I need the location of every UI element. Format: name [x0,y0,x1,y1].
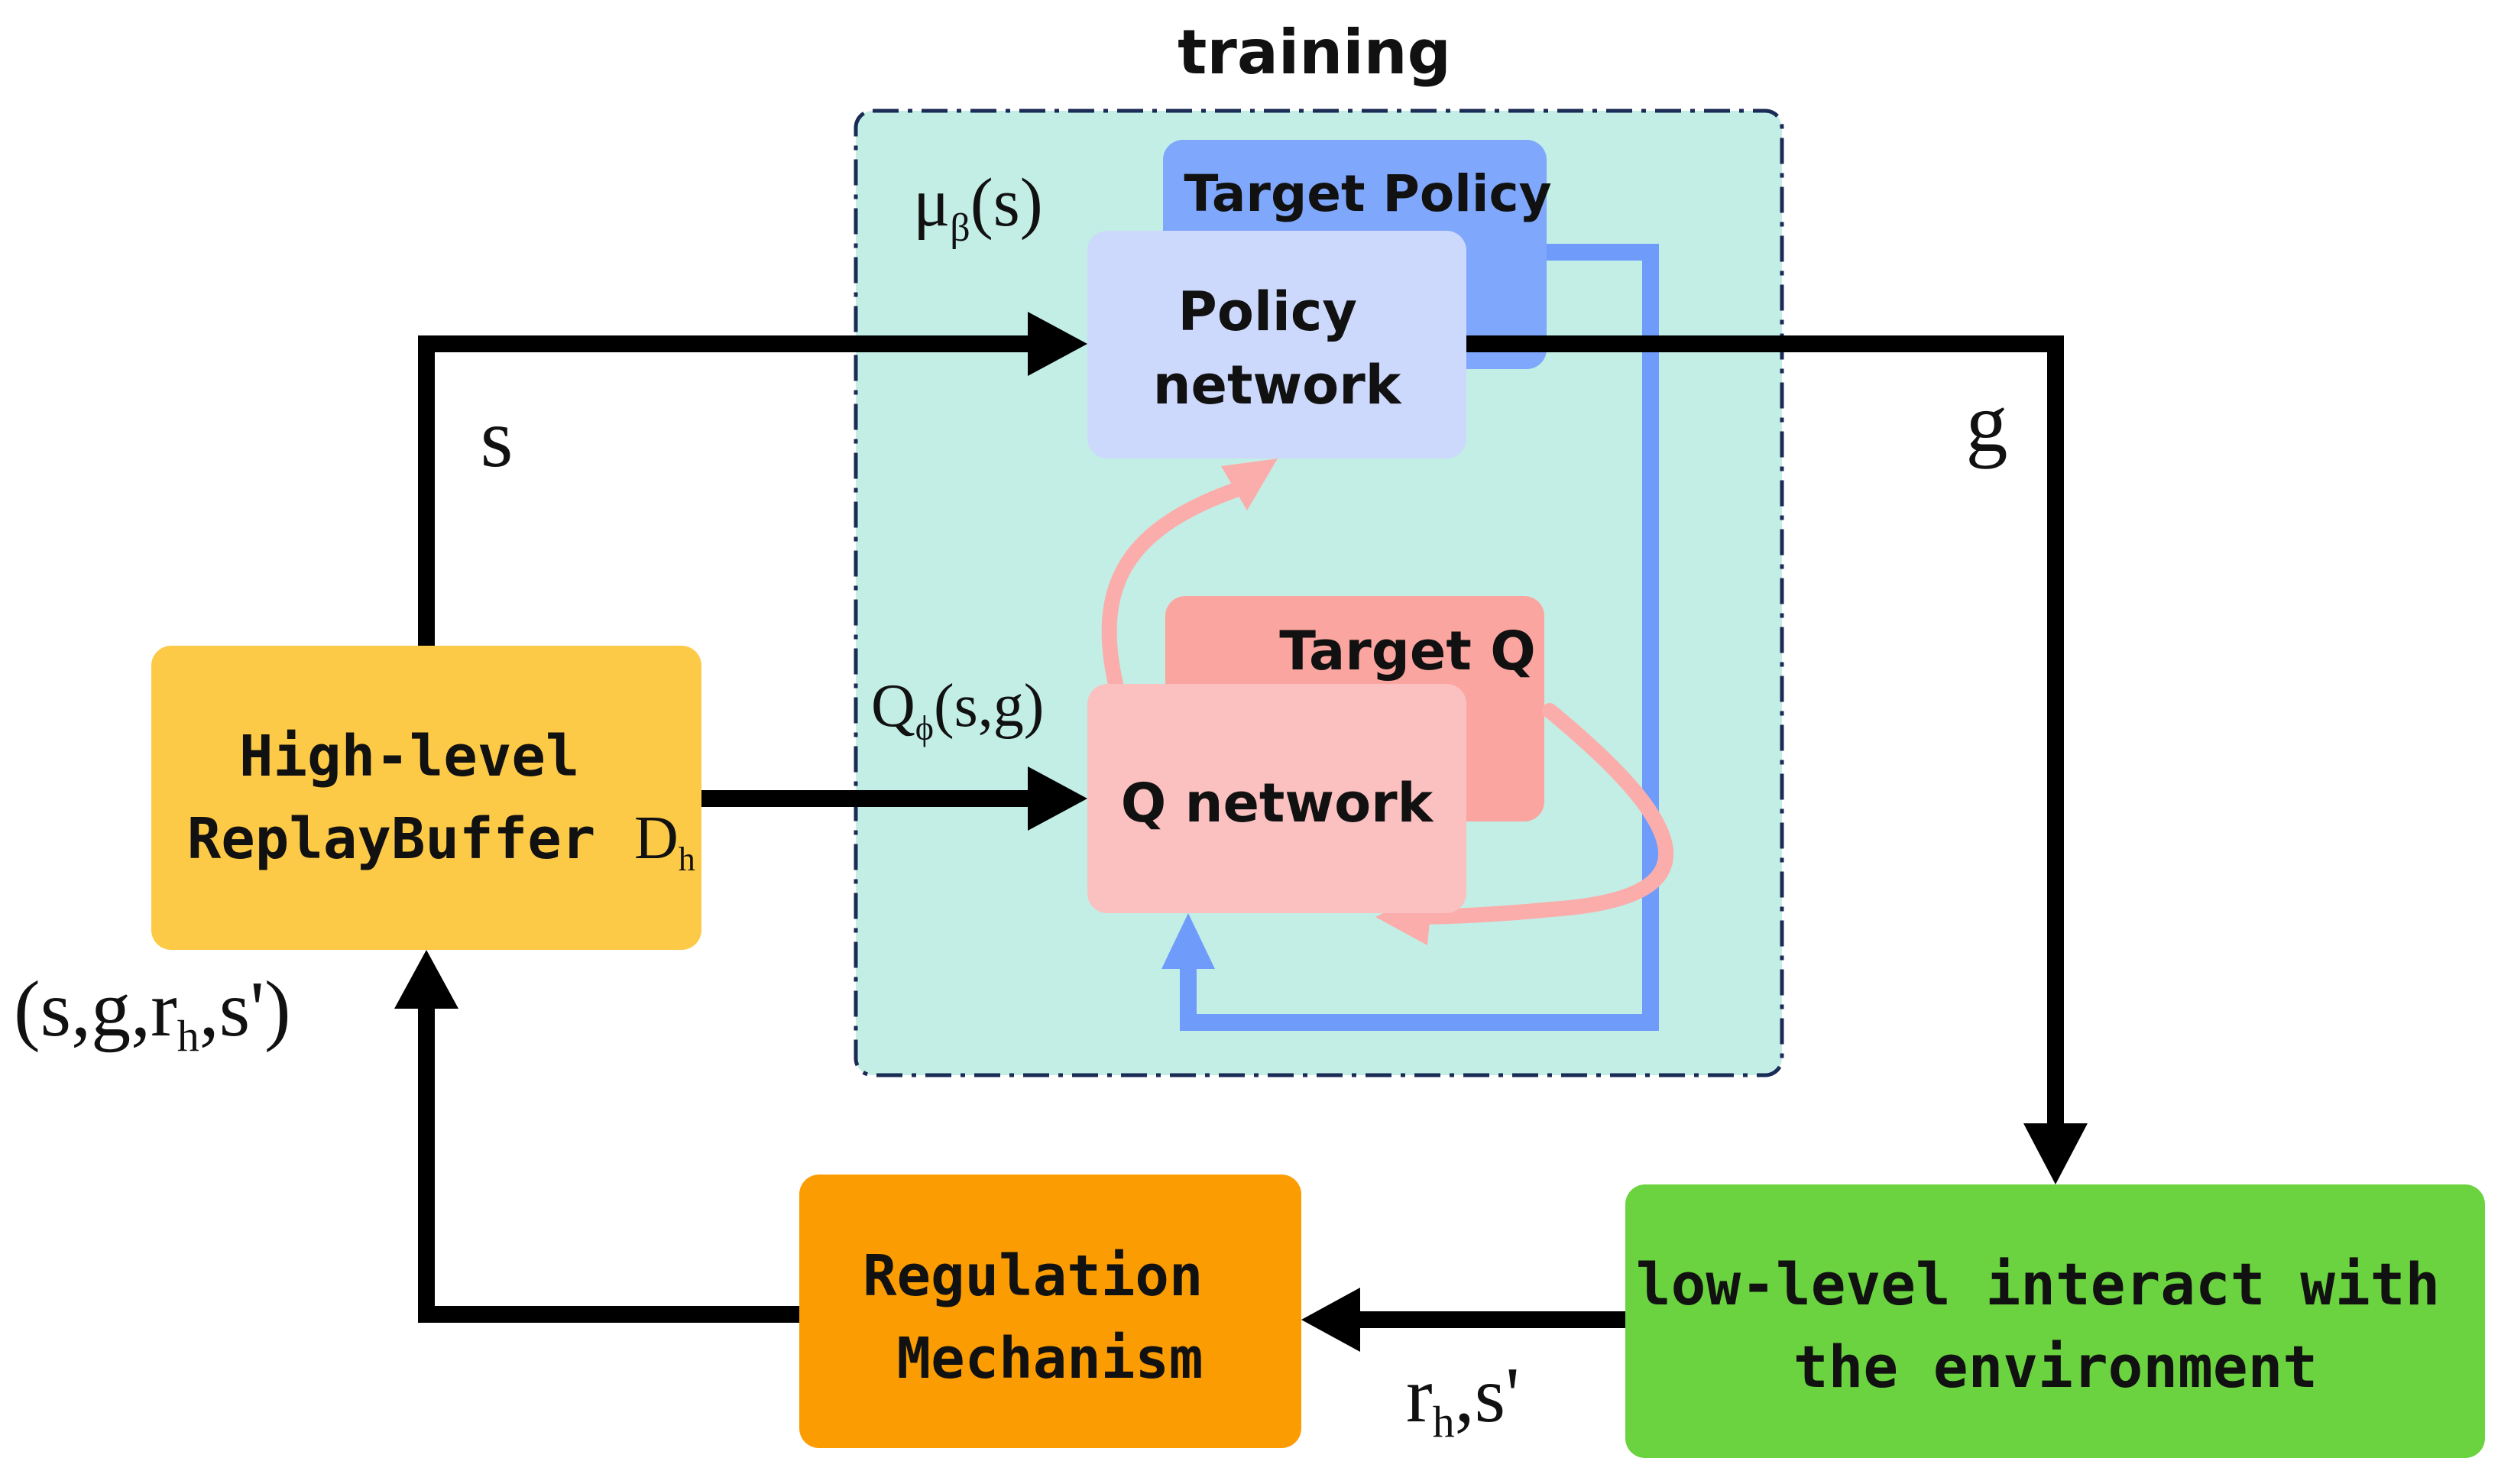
regulation-box [799,1175,1301,1448]
q-network-box [1087,684,1466,913]
d-symbol: D [634,805,679,872]
tuple-part-2: ,s') [199,965,291,1053]
buffer-q-arrowhead [1028,766,1087,831]
regulation-line-1: Regulation [863,1243,1204,1309]
blue-arrowhead [1161,913,1215,969]
regulation-line-2: Mechanism [897,1326,1204,1392]
state-label: s [481,391,513,484]
target-policy-to-q-arrow [1180,244,1659,1031]
replay-buffer-line-2: ReplayBuffer [187,806,596,872]
replay-buffer-line-1: High-level [239,724,580,789]
target-policy-label: Target Policy [1184,164,1551,223]
replay-buffer-label: High-level ReplayBuffer [187,724,614,872]
mu-beta-label: μβ(s) [913,165,1043,250]
target-q-label: Target Q [1279,620,1535,682]
goal-to-low-level-arrow [1466,335,2064,1131]
goal-label: g [1966,376,2008,469]
q-symbol: Q [871,672,915,740]
mu-subscript: β [950,206,970,250]
tuple-part-1: (s,g,r [14,965,177,1053]
regulation-label: Regulation Mechanism [863,1243,1237,1392]
state-to-policy-arrow [418,335,1035,646]
tuple-label: (s,g,rh,s') [14,965,291,1061]
q-phi-label: Qϕ(s,g) [871,672,1044,747]
low-level-line-1: low-level interact with [1636,1250,2440,1318]
policy-network-box [1087,231,1466,458]
q-subscript: ϕ [915,708,934,747]
tuple-subscript: h [177,1011,199,1061]
low-level-label: low-level interact with the environment [1636,1250,2475,1401]
policy-network-line-1: Policy [1178,280,1358,343]
reward-state-label: rh,s' [1406,1351,1520,1447]
state-arrowhead [1028,312,1087,376]
training-title: training [1178,17,1451,88]
low-level-arrowhead [1301,1288,1360,1352]
replay-buffer-box [151,646,701,950]
q-argument: (s,g) [934,672,1044,740]
low-level-line-2: the environment [1793,1333,2318,1401]
mu-argument: (s) [970,165,1043,241]
reward-symbol: r [1406,1351,1433,1439]
replay-buffer-symbol: Dh [634,805,695,878]
policy-network-label: Policy network [1153,280,1402,416]
buffer-arrowhead [394,950,458,1009]
q-network-label: Q network [1121,772,1434,834]
target-q-to-q-arrow [1402,703,1674,925]
mu-symbol: μ [913,165,950,241]
reward-rest: ,s' [1455,1351,1520,1439]
d-subscript: h [679,841,695,878]
policy-network-line-2: network [1153,354,1402,416]
regulation-to-buffer-arrow [418,1001,799,1323]
reward-subscript: h [1433,1397,1455,1447]
pink-up-arrowhead [1221,458,1278,510]
q-to-policy-arrow [1101,481,1246,692]
low-level-box [1625,1184,2485,1458]
goal-arrowhead [2023,1123,2088,1184]
